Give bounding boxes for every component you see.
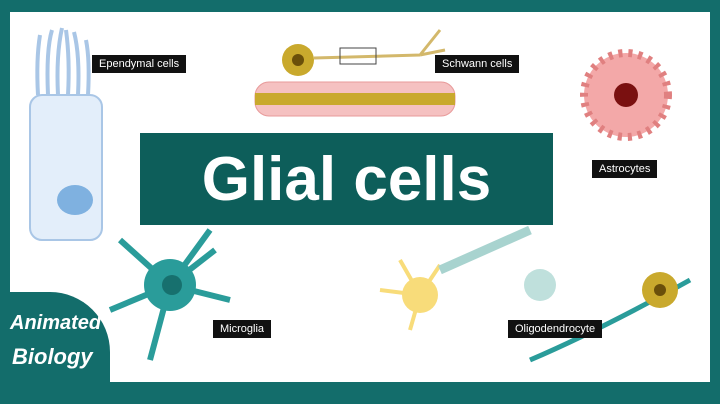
- label-ependymal-cells: Ependymal cells: [92, 55, 187, 73]
- logo-line-1: Animated: [10, 312, 102, 334]
- ependymal-cell: [29, 27, 103, 241]
- oligodendrocyte: [379, 225, 692, 363]
- astrocyte: [580, 49, 672, 141]
- label-astrocytes: Astrocytes: [592, 160, 658, 178]
- label-schwann-cells: Schwann cells: [435, 55, 520, 73]
- label-microglia: Microglia: [213, 320, 272, 338]
- logo-line-2: Biology: [12, 344, 93, 369]
- microglia: [108, 228, 231, 361]
- schwann-cell: [254, 29, 456, 117]
- label-oligodendrocyte: Oligodendrocyte: [508, 320, 603, 338]
- channel-logo: Animated Biology: [0, 292, 110, 404]
- page-title: Glial cells: [140, 133, 553, 225]
